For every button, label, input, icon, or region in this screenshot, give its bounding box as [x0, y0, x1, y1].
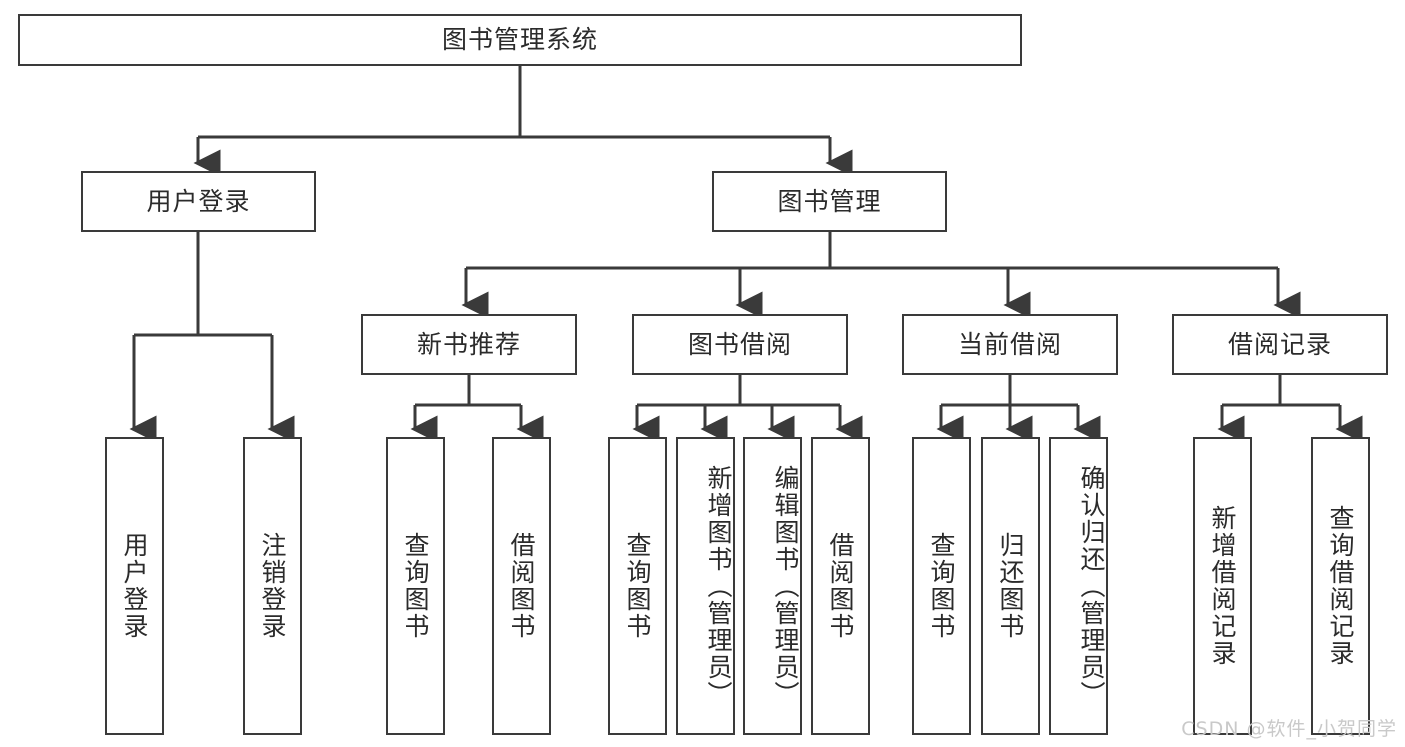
node-label: 借阅图书 [507, 532, 536, 640]
node-label: 编辑图书（管理员） [771, 464, 800, 708]
node-borrow-record[interactable]: 借阅记录 [1172, 314, 1388, 375]
node-new-book-recommend[interactable]: 新书推荐 [361, 314, 577, 375]
leaf-user-login[interactable]: 用户登录 [105, 437, 164, 735]
node-label: 借阅图书 [826, 532, 855, 640]
leaf-query-book-current[interactable]: 查询图书 [912, 437, 971, 735]
node-label: 新增借阅记录 [1208, 505, 1237, 667]
node-label: 用户登录 [120, 532, 149, 640]
node-label: 用户登录 [146, 186, 251, 216]
node-label: 注销登录 [258, 532, 287, 640]
leaf-borrow-book-recommend[interactable]: 借阅图书 [492, 437, 551, 735]
node-current-borrow[interactable]: 当前借阅 [902, 314, 1118, 375]
leaf-user-logout[interactable]: 注销登录 [243, 437, 302, 735]
leaf-query-borrow-record[interactable]: 查询借阅记录 [1311, 437, 1370, 735]
node-label: 归还图书 [996, 532, 1025, 640]
leaf-confirm-return-admin[interactable]: 确认归还（管理员） [1049, 437, 1108, 735]
node-label: 当前借阅 [957, 329, 1062, 359]
node-label: 新书推荐 [416, 329, 521, 359]
leaf-add-borrow-record[interactable]: 新增借阅记录 [1193, 437, 1252, 735]
csdn-watermark: CSDN @软件_小贺同学 [1181, 718, 1397, 740]
node-root-system[interactable]: 图书管理系统 [18, 14, 1022, 66]
node-label: 查询借阅记录 [1326, 505, 1355, 667]
node-label: 查询图书 [623, 532, 652, 640]
node-book-management[interactable]: 图书管理 [712, 171, 947, 232]
node-label: 图书管理 [777, 186, 882, 216]
node-label: 图书借阅 [687, 329, 792, 359]
node-label: 查询图书 [401, 532, 430, 640]
leaf-query-book-borrow[interactable]: 查询图书 [608, 437, 667, 735]
node-book-borrow[interactable]: 图书借阅 [632, 314, 848, 375]
node-label: 新增图书（管理员） [704, 464, 733, 708]
leaf-borrow-book[interactable]: 借阅图书 [811, 437, 870, 735]
leaf-add-book-admin[interactable]: 新增图书（管理员） [676, 437, 735, 735]
node-label: 借阅记录 [1227, 329, 1332, 359]
node-user-login[interactable]: 用户登录 [81, 171, 316, 232]
node-label: 查询图书 [927, 532, 956, 640]
leaf-return-book[interactable]: 归还图书 [981, 437, 1040, 735]
node-label: 图书管理系统 [441, 25, 598, 55]
leaf-edit-book-admin[interactable]: 编辑图书（管理员） [743, 437, 802, 735]
leaf-query-book-recommend[interactable]: 查询图书 [386, 437, 445, 735]
node-label: 确认归还（管理员） [1077, 464, 1106, 708]
